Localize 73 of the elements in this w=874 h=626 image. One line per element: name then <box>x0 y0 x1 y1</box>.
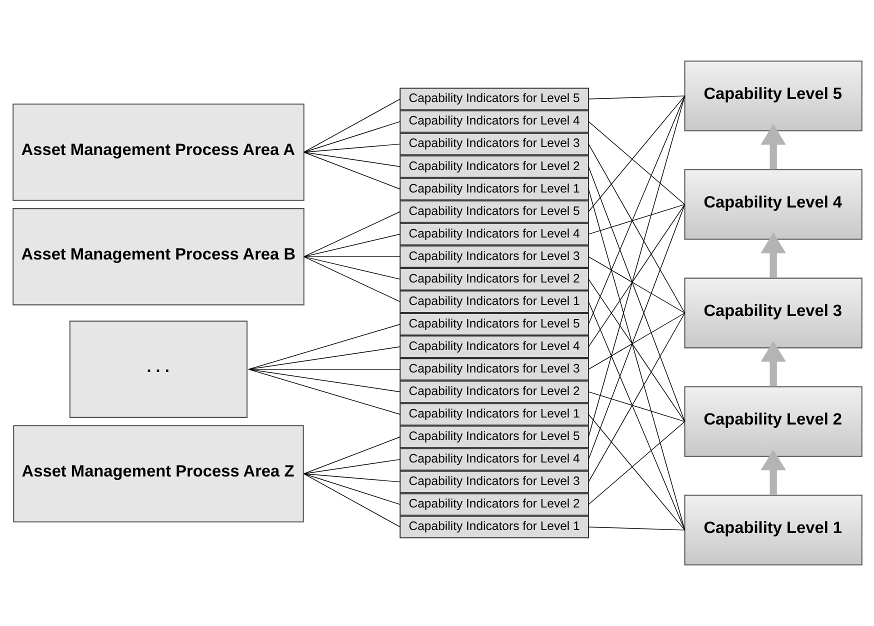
node-box: Capability Level 5 <box>684 60 862 132</box>
connector <box>588 96 685 100</box>
node-box: . . . <box>68 320 248 418</box>
node-box: Capability Level 1 <box>684 494 862 566</box>
connector <box>248 324 400 370</box>
connector <box>588 96 685 325</box>
connector <box>588 204 685 235</box>
connector <box>303 459 400 474</box>
connector <box>303 152 400 167</box>
connector <box>588 144 685 314</box>
connector <box>588 526 685 530</box>
arrow <box>760 124 786 170</box>
connector <box>303 473 400 482</box>
connector <box>303 256 400 280</box>
node-box: Capability Indicators for Level 2 <box>399 380 589 404</box>
connector <box>588 391 685 422</box>
node-box: Capability Indicators for Level 1 <box>399 403 589 426</box>
node-box: Capability Indicators for Level 3 <box>399 132 589 156</box>
connector <box>303 121 400 153</box>
connector <box>303 436 400 474</box>
connector <box>588 166 685 422</box>
connector <box>303 144 400 153</box>
node-box: Capability Indicators for Level 2 <box>399 268 589 290</box>
connector <box>248 346 400 370</box>
node-box: Asset Management Process Area A <box>12 104 304 201</box>
node-box: Asset Management Process Area Z <box>12 425 304 522</box>
node-box: Capability Level 2 <box>684 386 862 457</box>
connector <box>588 188 685 530</box>
connector <box>588 414 685 530</box>
connector <box>248 368 400 415</box>
node-box: Capability Indicators for Level 3 <box>399 245 589 268</box>
connector <box>248 368 400 370</box>
node-box: Asset Management Process Area B <box>12 208 304 306</box>
node-box: Capability Indicators for Level 2 <box>399 493 589 516</box>
node-box: Capability Indicators for Level 5 <box>399 426 589 448</box>
connector <box>588 256 685 314</box>
arrow <box>760 232 786 278</box>
arrow <box>760 450 786 495</box>
node-box: Capability Indicators for Level 5 <box>399 313 589 336</box>
connector <box>303 256 400 258</box>
node-box: Capability Indicators for Level 2 <box>399 155 589 178</box>
connector <box>588 278 685 422</box>
arrow <box>760 341 786 386</box>
connector <box>588 204 685 348</box>
node-box: Capability Indicators for Level 3 <box>399 358 589 381</box>
node-box: Capability Level 3 <box>684 278 862 348</box>
connector <box>588 312 685 370</box>
connector <box>588 96 685 212</box>
connector <box>303 234 400 258</box>
connector <box>588 301 685 530</box>
connector <box>588 96 685 438</box>
connector <box>303 211 400 258</box>
connector <box>588 421 685 505</box>
node-box: Capability Level 4 <box>684 169 862 240</box>
connector <box>588 312 685 482</box>
node-box: Capability Indicators for Level 4 <box>399 336 589 358</box>
connector <box>588 121 685 205</box>
node-box: Capability Indicators for Level 4 <box>399 110 589 133</box>
node-box: Capability Indicators for Level 4 <box>399 448 589 471</box>
node-box: Capability Indicators for Level 3 <box>399 470 589 494</box>
node-box: Capability Indicators for Level 1 <box>399 290 589 313</box>
node-box: Capability Indicators for Level 1 <box>399 178 589 200</box>
node-box: Capability Indicators for Level 5 <box>399 200 589 223</box>
node-box: Capability Indicators for Level 1 <box>399 516 589 538</box>
connector <box>588 204 685 460</box>
node-box: Capability Indicators for Level 4 <box>399 222 589 246</box>
connector <box>303 473 400 528</box>
connector <box>248 368 400 392</box>
connector <box>303 152 400 190</box>
node-box: Capability Indicators for Level 5 <box>399 88 589 110</box>
connector <box>303 256 400 302</box>
connector <box>303 473 400 505</box>
connector <box>303 98 400 153</box>
